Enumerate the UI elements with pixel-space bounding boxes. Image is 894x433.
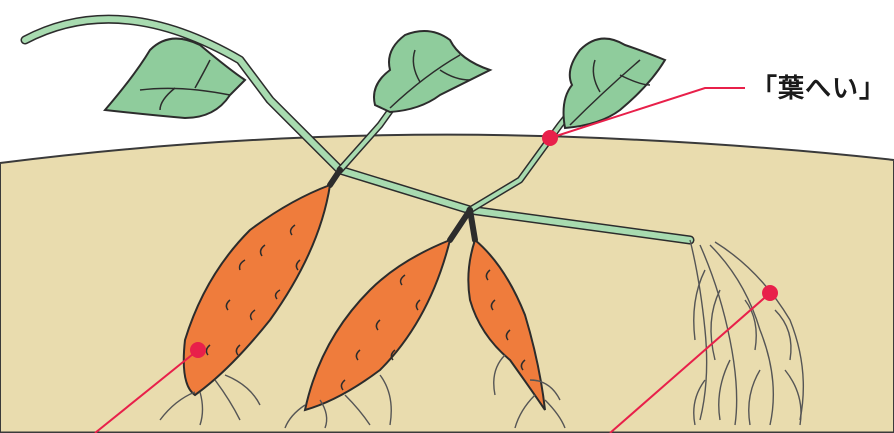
leaf-2 [374, 31, 490, 112]
petiole-label: 「葉へい」 [751, 68, 886, 105]
soil-area [0, 135, 894, 433]
marker-petiole [542, 130, 558, 146]
marker-roots [762, 285, 778, 301]
marker-tuber [190, 342, 206, 358]
